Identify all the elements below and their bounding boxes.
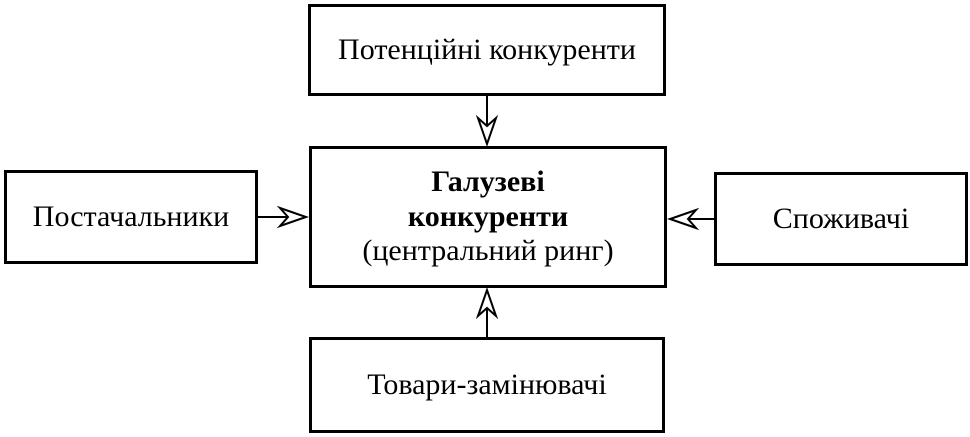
industry-competitors-box: Галузеві конкуренти (центральний ринг) bbox=[309, 146, 667, 288]
suppliers-label: Постачальники bbox=[32, 199, 230, 233]
suppliers-box: Постачальники bbox=[4, 170, 258, 264]
substitute-products-label: Товари-замінювачі bbox=[367, 367, 607, 401]
industry-competitors-line1: Галузеві bbox=[431, 165, 545, 199]
arrow-left-to-center bbox=[258, 205, 310, 229]
arrow-right-to-center bbox=[666, 207, 714, 231]
industry-competitors-line3: (центральний ринг) bbox=[362, 234, 614, 268]
potential-competitors-label: Потенційні конкуренти bbox=[338, 32, 636, 66]
industry-competitors-line2: конкуренти bbox=[407, 199, 569, 233]
substitute-products-box: Товари-замінювачі bbox=[309, 337, 665, 433]
arrow-bottom-to-center bbox=[475, 286, 499, 337]
arrow-top-to-center bbox=[475, 96, 499, 148]
consumers-label: Споживачі bbox=[772, 201, 910, 235]
potential-competitors-box: Потенційні конкуренти bbox=[308, 4, 666, 96]
consumers-box: Споживачі bbox=[714, 172, 968, 266]
